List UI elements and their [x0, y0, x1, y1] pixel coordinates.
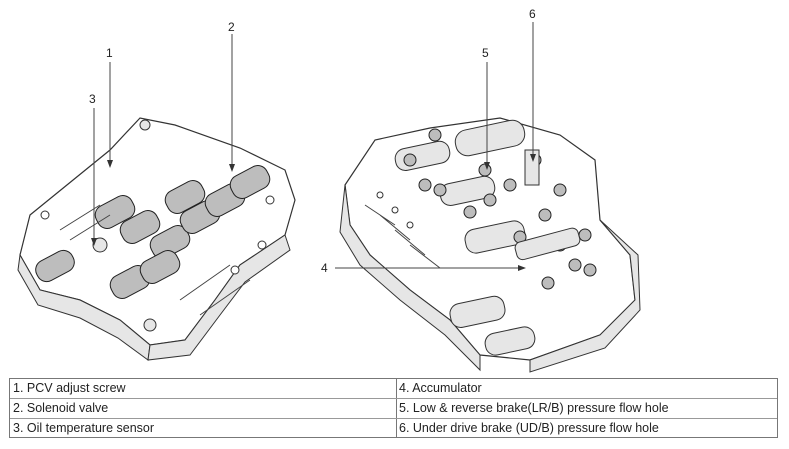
- valve-body-drawing: [17, 22, 641, 373]
- legend-item-pcv-adjust-screw: 1. PCV adjust screw: [10, 379, 396, 399]
- callout-3: 3: [89, 92, 96, 106]
- callout-5: 5: [482, 46, 489, 60]
- callout-1: 1: [106, 46, 113, 60]
- callout-2: 2: [228, 20, 235, 34]
- left-valve-body: [17, 117, 296, 361]
- legend-item-solenoid-valve: 2. Solenoid valve: [10, 399, 396, 419]
- valve-body-illustration: 1 2 3 4 5 6: [17, 7, 641, 373]
- legend-item-accumulator: 4. Accumulator: [396, 379, 777, 399]
- callout-6: 6: [529, 7, 536, 21]
- leader-lines: [91, 22, 536, 271]
- legend-column-right: 4. Accumulator 5. Low & reverse brake(LR…: [396, 379, 777, 437]
- solenoid-valves: [35, 165, 271, 299]
- legend-item-lr-brake-flow-hole: 5. Low & reverse brake(LR/B) pressure fl…: [396, 399, 777, 419]
- legend-column-left: 1. PCV adjust screw 2. Solenoid valve 3.…: [10, 379, 397, 437]
- callout-4: 4: [321, 261, 328, 275]
- legend-item-oil-temperature-sensor: 3. Oil temperature sensor: [13, 421, 155, 435]
- right-valve-body: [339, 117, 641, 373]
- legend-table: 1. PCV adjust screw 2. Solenoid valve 3.…: [9, 378, 778, 438]
- legend-item-ud-brake-flow-hole: 6. Under drive brake (UD/B) pressure flo…: [399, 421, 659, 435]
